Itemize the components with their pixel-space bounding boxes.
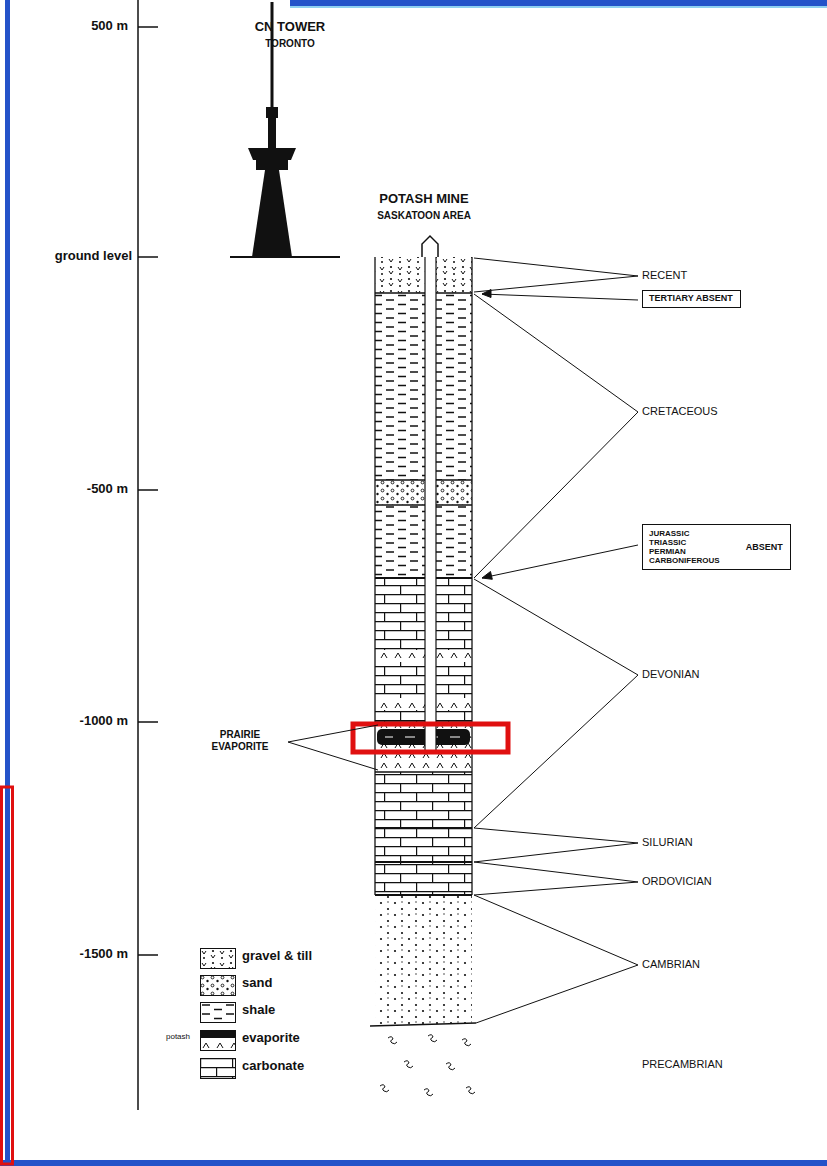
period-label: CAMBRIAN [642, 958, 700, 971]
legend-text: gravel & till [242, 949, 312, 964]
cn-tower [230, 2, 340, 257]
box-text: TERTIARY ABSENT [649, 293, 734, 303]
tower-name: CN TOWER [255, 20, 326, 35]
period-label: RECENT [642, 269, 687, 282]
absent-box: JURASSIC TRIASSIC PERMIAN CARBONIFEROUS A… [642, 524, 791, 570]
legend-text: shale [242, 1003, 275, 1018]
formation-label: PRAIRIE EVAPORITE [211, 729, 268, 752]
legend-text: carbonate [242, 1059, 304, 1074]
mine-place: SASKATOON AREA [377, 210, 471, 222]
period-label: CRETACEOUS [642, 405, 718, 418]
frame-border [290, 0, 827, 6]
scale-label: -1500 m [80, 947, 128, 962]
frame-border [0, 1160, 827, 1166]
period-label: DEVONIAN [642, 668, 699, 681]
legend-text: evaporite [242, 1031, 300, 1046]
period-label: SILURIAN [642, 836, 693, 849]
geologic-column [370, 236, 476, 1096]
leader-lines [288, 258, 638, 1023]
scale-label: 500 m [91, 19, 128, 34]
frame-border [290, 6, 827, 8]
frame-border [5, 0, 10, 1166]
tower-place: TORONTO [265, 38, 315, 50]
mine-name: POTASH MINE [379, 192, 468, 207]
box-text: ABSENT [746, 542, 783, 552]
period-label: ORDOVICIAN [642, 875, 712, 888]
legend-swatch [200, 1058, 236, 1079]
scale-label: -500 m [87, 482, 128, 497]
highlight-box [2, 787, 13, 1164]
highlight-box [353, 724, 508, 752]
scale-label: ground level [55, 249, 132, 264]
legend-swatch [200, 948, 236, 969]
period-label: PRECAMBRIAN [642, 1058, 723, 1071]
box-text: JURASSIC TRIASSIC PERMIAN CARBONIFEROUS [649, 529, 720, 566]
depth-scale [138, 0, 158, 1110]
legend-swatch [200, 975, 236, 996]
legend-note: potash [166, 1032, 190, 1041]
scale-label: -1000 m [80, 714, 128, 729]
legend-swatch [200, 1030, 236, 1051]
absent-box: TERTIARY ABSENT [642, 290, 741, 308]
legend-swatch [200, 1002, 236, 1023]
legend-text: sand [242, 976, 272, 991]
